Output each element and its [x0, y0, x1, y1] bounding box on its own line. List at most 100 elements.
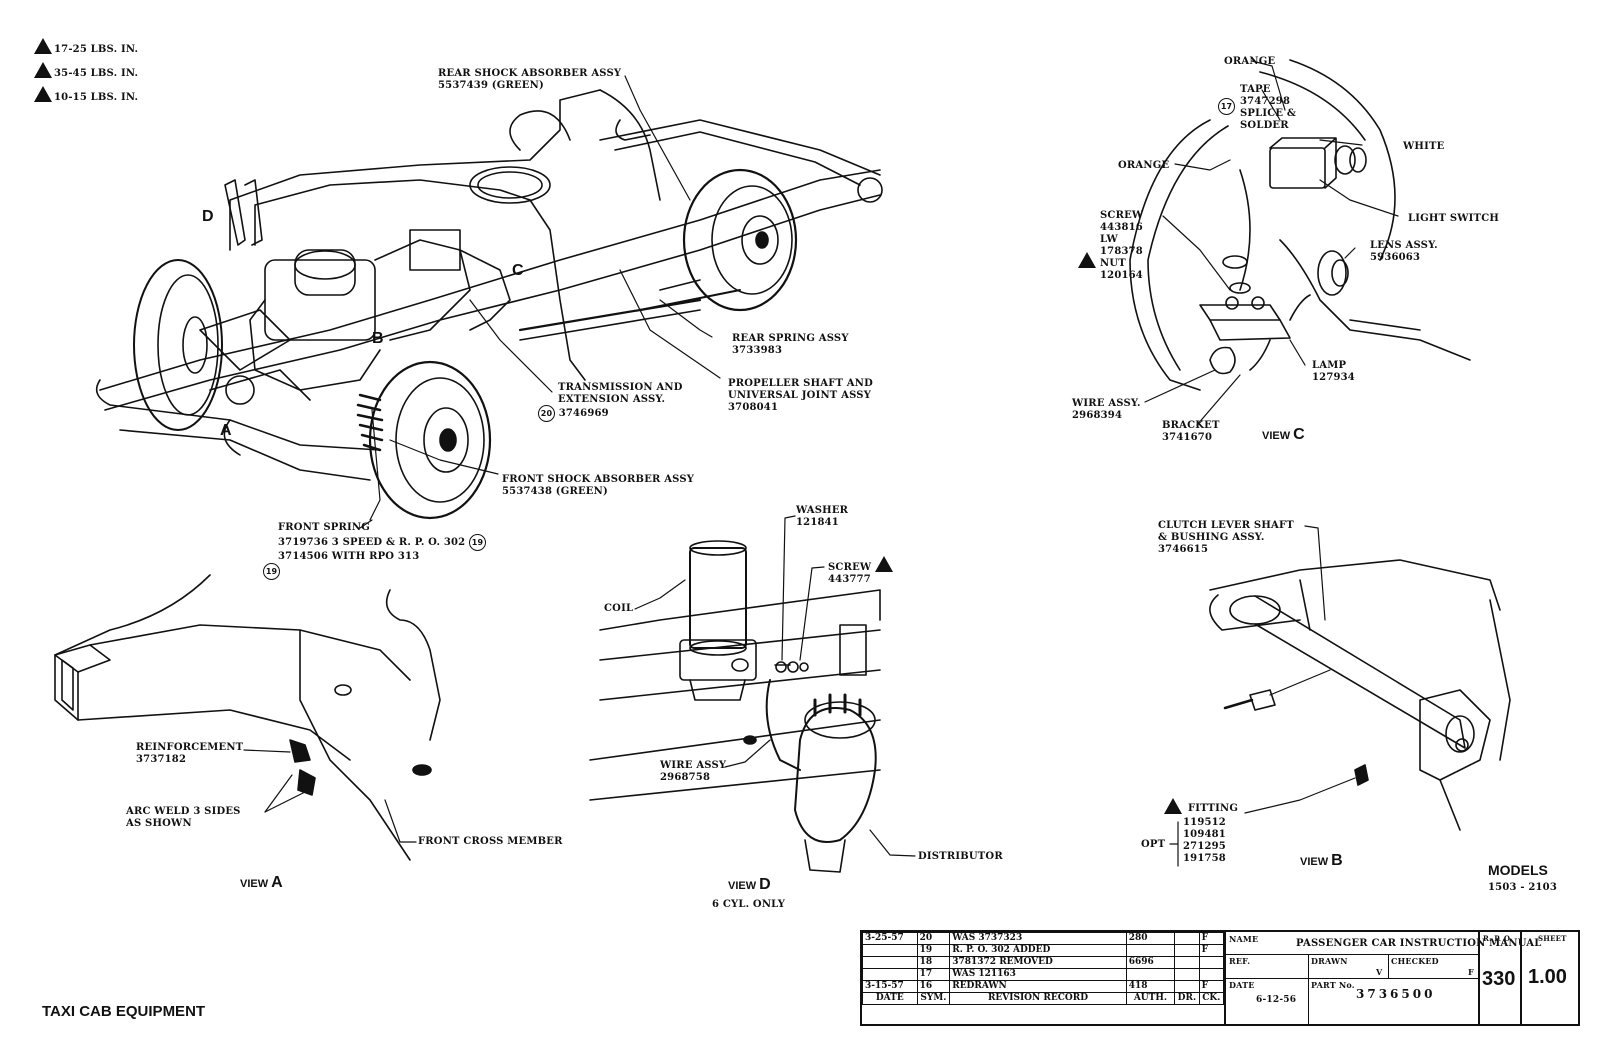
triangle-icon	[34, 62, 52, 78]
view-letter-a: A	[220, 422, 232, 439]
revision-sym: 20	[916, 932, 951, 945]
revision-ck	[1198, 968, 1225, 981]
revision-date	[862, 944, 918, 957]
revision-badge-icon: 19	[469, 534, 487, 551]
view-d-subtitle: 6 CYL. ONLY	[712, 899, 786, 910]
torque-legend: 17-25 LBS. IN. 35-45 LBS. IN. 10-15 LBS.…	[34, 38, 138, 104]
triangle-icon	[1164, 798, 1182, 814]
front-spring-badge: 19	[263, 561, 280, 580]
lens-assy-label: LENS ASSY. 5936063	[1370, 240, 1438, 263]
drawing-date: 6-12-56	[1256, 995, 1297, 1005]
revision-auth: 418	[1125, 980, 1176, 993]
fitting-torque-marker	[1164, 798, 1184, 817]
revision-date	[862, 956, 918, 969]
light-switch-label: LIGHT SWITCH	[1408, 213, 1499, 224]
fitting-label: FITTING	[1188, 803, 1239, 814]
propeller-shaft-label: PROPELLER SHAFT AND UNIVERSAL JOINT ASSY…	[728, 378, 873, 413]
wire-assy-d-label: WIRE ASSY 2968758	[660, 760, 727, 783]
screw-d-label: SCREW 443777	[828, 556, 895, 586]
revision-ck: F	[1198, 932, 1225, 945]
orange-wire-top-label: ORANGE	[1224, 56, 1276, 67]
revision-badge-icon: 19	[263, 563, 280, 580]
transmission-label: TRANSMISSION AND EXTENSION ASSY.	[558, 382, 683, 405]
triangle-icon	[875, 556, 894, 572]
screw-nut-label: SCREW 443816 LW 178378 NUT 120164	[1100, 210, 1144, 281]
opt-label: OPT	[1141, 839, 1166, 850]
view-a-drawing	[54, 574, 441, 861]
revision-auth: 6696	[1125, 956, 1176, 969]
revision-date	[862, 968, 918, 981]
sheet-cell: SHEET 1.00	[1528, 934, 1567, 988]
view-c-drawing	[1129, 59, 1471, 391]
revision-auth: 280	[1125, 932, 1176, 945]
main-view-leader-lines	[359, 75, 721, 529]
revision-sym: 17	[916, 968, 951, 981]
triangle-icon	[34, 38, 52, 54]
white-wire-label: WHITE	[1403, 141, 1445, 152]
bracket-label: BRACKET 3741670	[1162, 420, 1220, 443]
drawn-initial: V	[1376, 967, 1383, 977]
revision-badge-icon: 17	[1218, 98, 1235, 115]
manual-name: PASSENGER CAR INSTRUCTION MANUAL	[1296, 938, 1542, 949]
title-block-right: NAME PASSENGER CAR INSTRUCTION MANUAL RE…	[1224, 932, 1580, 1024]
name-row: NAME PASSENGER CAR INSTRUCTION MANUAL	[1226, 932, 1541, 955]
triangle-icon	[1078, 252, 1096, 268]
rear-spring-label: REAR SPRING ASSY 3733983	[732, 333, 849, 356]
front-spring-label: FRONT SPRING 3719736 3 SPEED & R. P. O. …	[278, 522, 487, 563]
revision-sym: 19	[916, 944, 951, 957]
view-c-leader-lines	[1144, 60, 1399, 426]
legend-item: 10-15 LBS. IN.	[34, 86, 138, 104]
front-shock-label: FRONT SHOCK ABSORBER ASSY 5537438 (GREEN…	[502, 474, 695, 497]
revision-date: 3-15-57	[862, 980, 918, 993]
screw-torque-marker	[1078, 252, 1098, 271]
orange-wire-mid-label: ORANGE	[1118, 160, 1170, 171]
arc-weld-label: ARC WELD 3 SIDES AS SHOWN	[126, 806, 241, 829]
legend-item: 17-25 LBS. IN.	[34, 38, 138, 56]
sheet-number: 1.00	[1528, 966, 1567, 988]
checked-initial: F	[1468, 967, 1474, 977]
view-letter-d: D	[202, 208, 214, 225]
view-letter-c: C	[512, 262, 524, 279]
view-d-drawing	[589, 540, 881, 873]
rpo-number: 330	[1482, 968, 1516, 990]
reinforcement-label: REINFORCEMENT 3737182	[136, 742, 244, 765]
tape-label: TAPE 3747298 SPLICE & SOLDER	[1240, 84, 1297, 131]
clutch-lever-label: CLUTCH LEVER SHAFT & BUSHING ASSY. 37466…	[1158, 520, 1294, 555]
fitting-part-numbers: 119512 109481 271295 191758	[1183, 817, 1226, 864]
tape-badge: 17	[1218, 96, 1235, 115]
coil-label: COIL	[604, 603, 634, 614]
triangle-icon	[34, 86, 52, 102]
models-range: 1503 - 2103	[1488, 882, 1557, 893]
rear-shock-label: REAR SHOCK ABSORBER ASSY 5537439 (GREEN)	[438, 68, 622, 91]
revision-sym: 18	[916, 956, 951, 969]
lamp-label: LAMP 127934	[1312, 360, 1355, 383]
view-d-leader-lines	[634, 515, 916, 857]
revision-record: REDRAWN	[949, 980, 1127, 993]
distributor-label: DISTRIBUTOR	[918, 851, 1003, 862]
models-title: MODELS	[1488, 862, 1548, 878]
rpo-cell: R. P. O. 330	[1478, 932, 1522, 1024]
wire-assy-c-label: WIRE ASSY. 2968394	[1072, 398, 1141, 421]
chassis-drawing	[95, 89, 883, 520]
revision-sym: 16	[916, 980, 951, 993]
part-number: 3736500	[1356, 987, 1436, 1001]
washer-label: WASHER 121841	[796, 505, 849, 528]
ref-row: REF. DRAWN V CHECKED F	[1226, 954, 1478, 979]
revision-date: 3-25-57	[862, 932, 918, 945]
revision-record: 3781372 REMOVED	[949, 956, 1127, 969]
revision-ck	[1198, 956, 1225, 969]
legend-item: 35-45 LBS. IN.	[34, 62, 138, 80]
transmission-part: 20 3746969	[538, 405, 609, 422]
